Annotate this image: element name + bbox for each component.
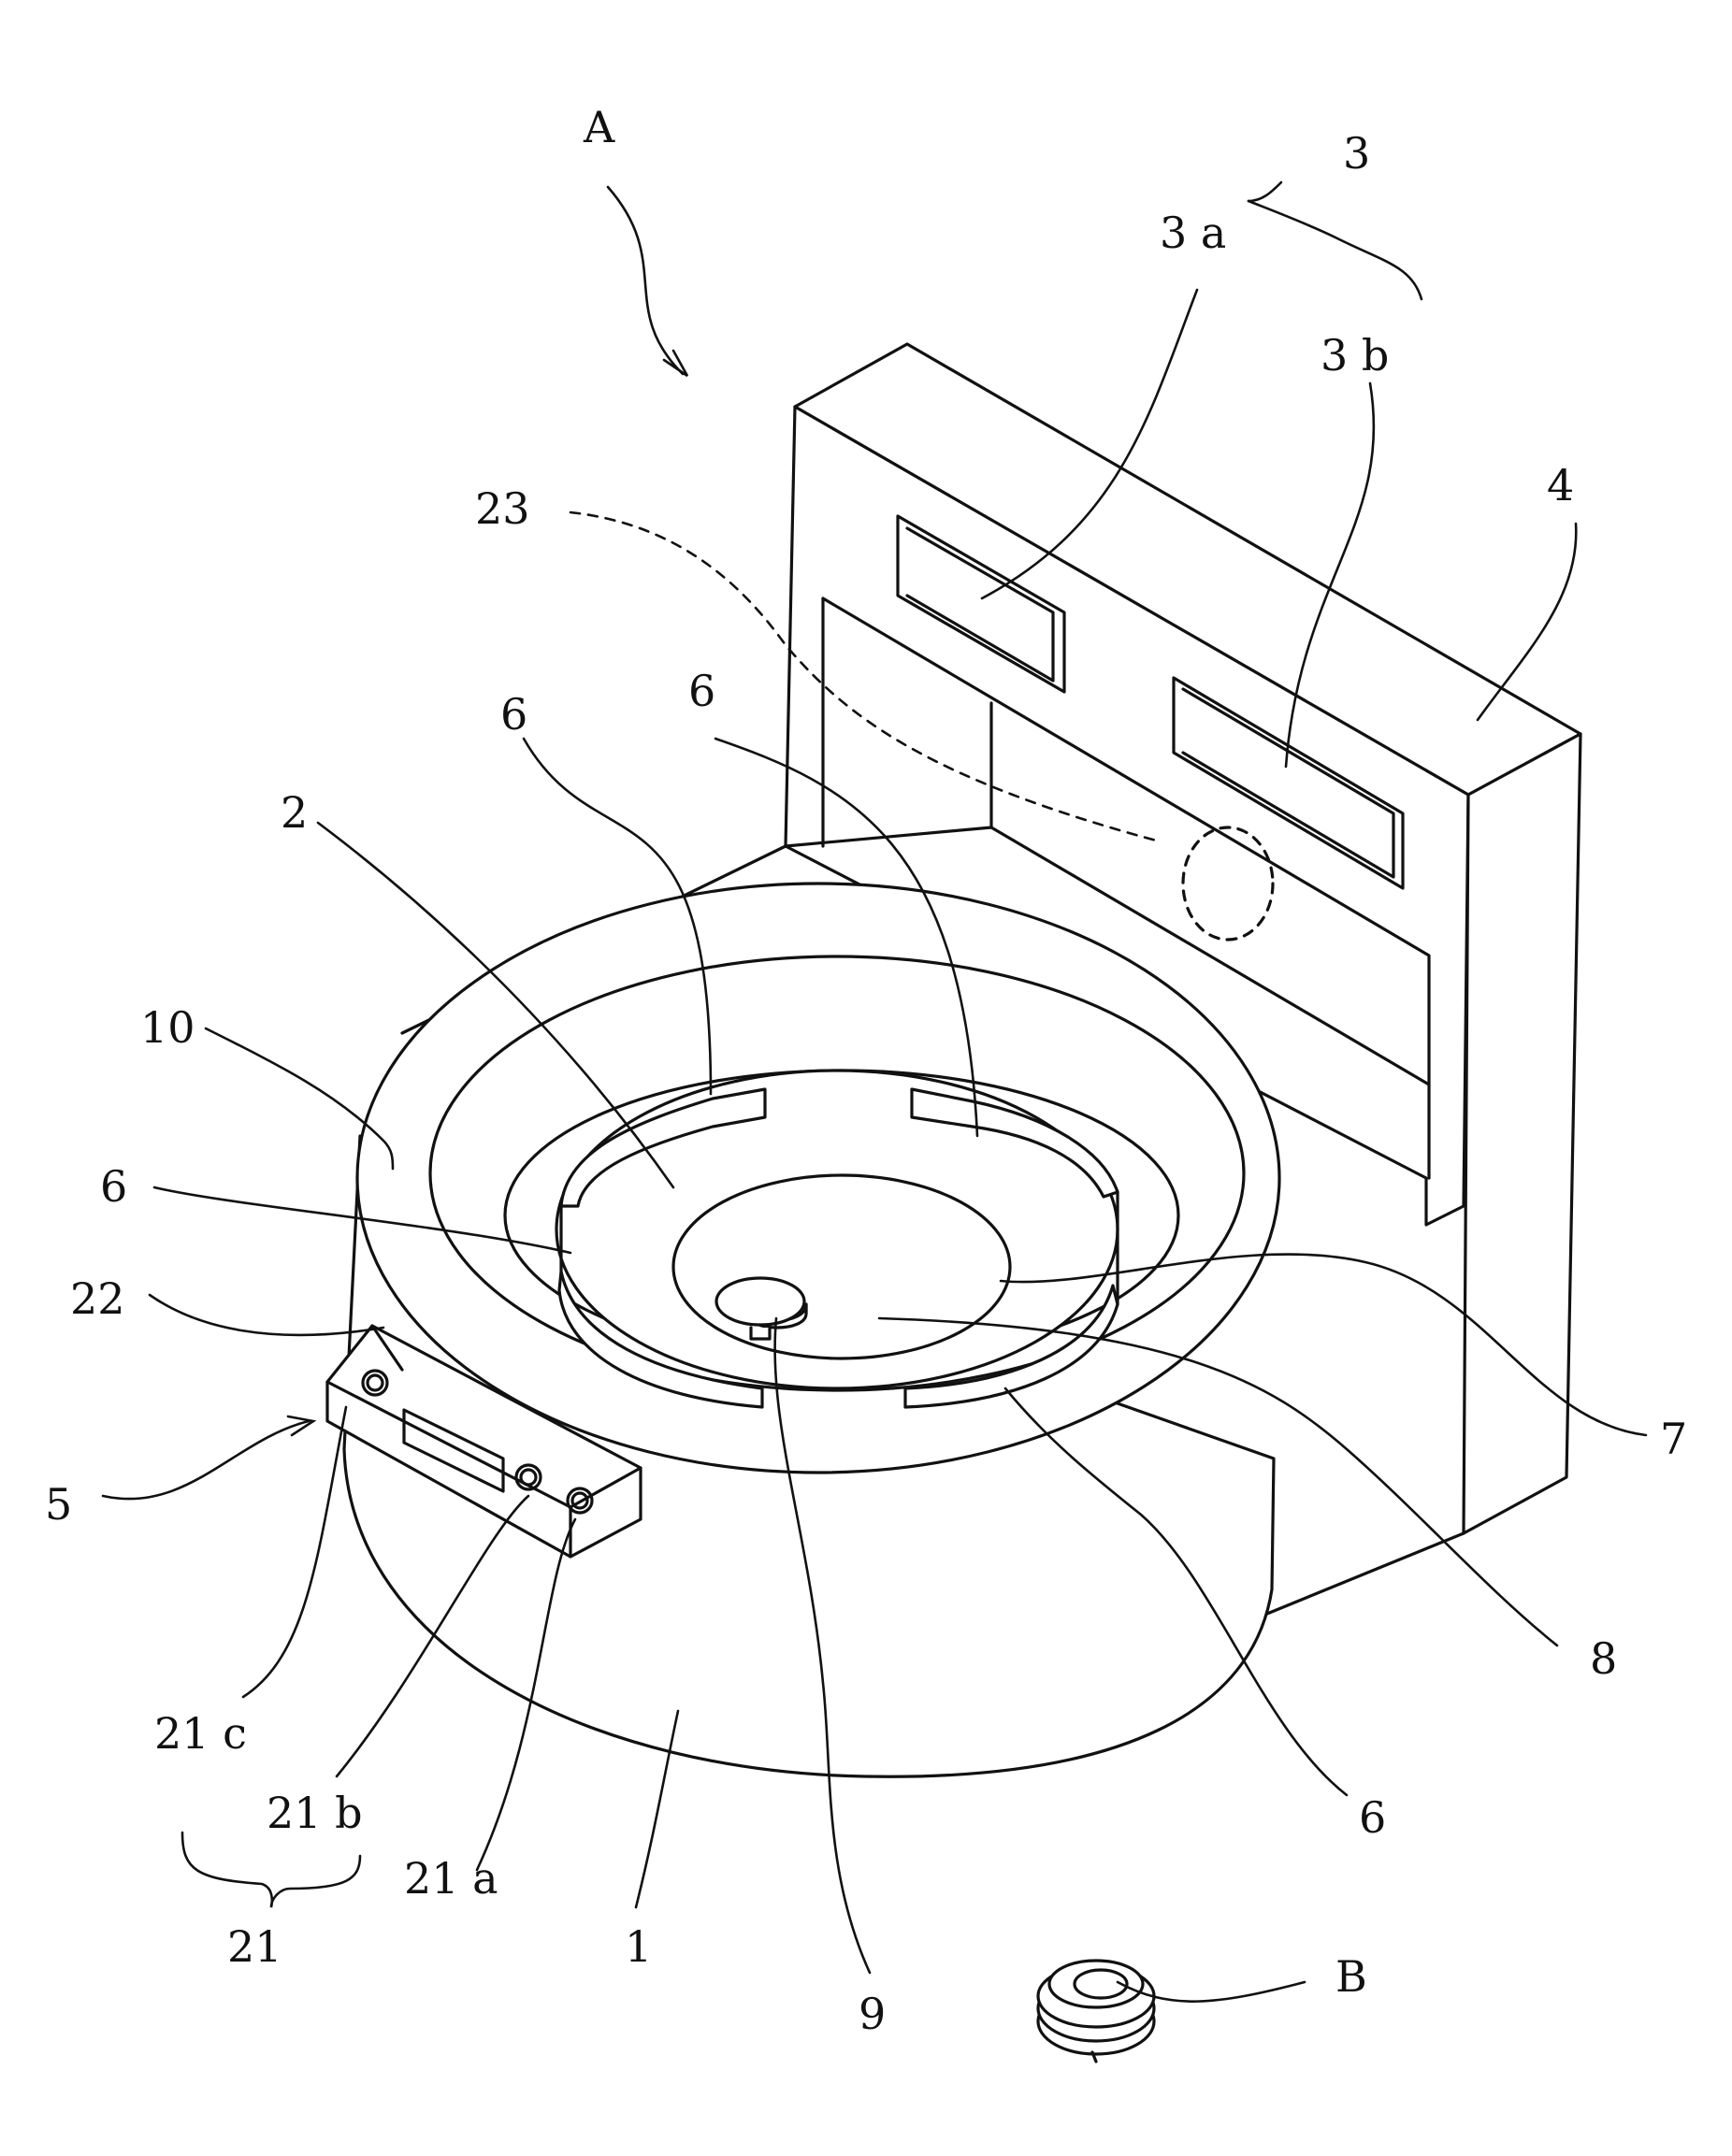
label-9: 9 [859, 1989, 886, 2039]
label-b: B [1335, 1951, 1367, 2002]
label-21c: 21 c [154, 1708, 247, 1759]
label-1: 1 [625, 1921, 652, 1972]
label-a: A [583, 102, 615, 152]
label-21a: 21 a [404, 1853, 498, 1904]
label-6-left: 6 [100, 1161, 127, 1212]
label-3b: 3 b [1321, 330, 1389, 381]
label-22: 22 [70, 1273, 125, 1324]
label-23: 23 [475, 483, 530, 534]
label-21b: 21 b [267, 1788, 363, 1838]
label-10: 10 [140, 1002, 195, 1053]
label-21: 21 [227, 1921, 282, 1972]
label-8: 8 [1590, 1633, 1617, 1684]
label-5: 5 [45, 1479, 72, 1530]
label-2: 2 [281, 787, 308, 838]
label-6-bottom: 6 [1359, 1792, 1386, 1843]
label-3a: 3 a [1160, 208, 1226, 258]
label-6-top-right: 6 [688, 666, 715, 716]
label-6-top-left: 6 [500, 689, 527, 740]
label-3: 3 [1343, 128, 1370, 179]
label-7: 7 [1660, 1414, 1687, 1464]
label-4: 4 [1547, 460, 1574, 510]
object-b [1038, 1961, 1154, 2062]
